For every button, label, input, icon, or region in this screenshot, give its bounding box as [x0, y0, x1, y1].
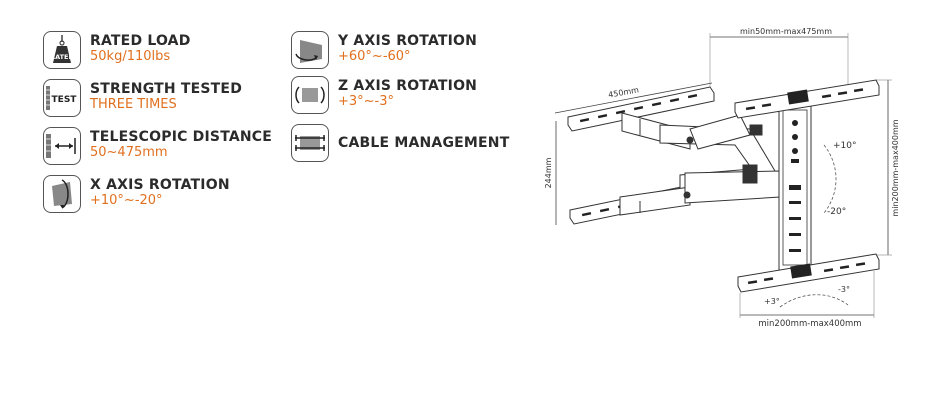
mount-arms [619, 112, 781, 216]
bottom-width-label: min200mm-max400mm [758, 319, 861, 329]
wall-height-label: 244mm [544, 157, 553, 188]
feature-strength-tested: TEST STRENGTH TESTED THREE TIMES [43, 79, 242, 117]
feature-subtitle: 50kg/110lbs [90, 49, 171, 64]
rotation-plus-label: +3° [764, 297, 780, 306]
feature-x-axis-rotation: X AXIS ROTATION +10°~-20° [43, 175, 230, 213]
right-height-label: min200mm-max400mm [891, 119, 900, 216]
feature-subtitle: +10°~-20° [90, 193, 163, 208]
telescopic-icon [43, 127, 81, 165]
feature-title: CABLE MANAGEMENT [338, 135, 510, 151]
test-icon: TEST [43, 79, 81, 117]
feature-telescopic-distance: TELESCOPIC DISTANCE 50~475mm [43, 127, 272, 165]
feature-subtitle: +3°~-3° [338, 94, 395, 109]
x-rotation-icon [43, 175, 81, 213]
feature-z-axis-rotation: Z AXIS ROTATION +3°~-3° [291, 76, 477, 114]
wall-plate-top [567, 86, 715, 132]
feature-title: TELESCOPIC DISTANCE [90, 129, 273, 145]
weight-icon: RATED [43, 31, 81, 69]
svg-text:TEST: TEST [52, 95, 78, 105]
tv-bracket [778, 99, 812, 271]
top-width-label: min50mm-max475mm [740, 27, 832, 36]
y-rotation-icon [291, 31, 329, 69]
wall-mount-diagram: min50mm-max475mm 450mm 244mm min200mm-ma… [544, 27, 900, 329]
feature-rated-load: RATED RATED LOAD 50kg/110lbs [43, 31, 191, 69]
feature-cable-management: CABLE MANAGEMENT [291, 124, 509, 162]
tv-rail-top [734, 79, 880, 119]
feature-subtitle: +60°~-60° [338, 49, 411, 64]
feature-y-axis-rotation: Y AXIS ROTATION +60°~-60° [291, 31, 477, 69]
feature-title: Z AXIS ROTATION [338, 78, 478, 94]
rotation-minus-label: -3° [838, 285, 850, 294]
z-rotation-icon [291, 76, 329, 114]
cable-icon [291, 124, 329, 162]
feature-subtitle: THREE TIMES [90, 97, 177, 112]
feature-title: X AXIS ROTATION [90, 177, 230, 193]
tilt-up-label: +10° [833, 141, 857, 151]
feature-subtitle: 50~475mm [90, 145, 168, 160]
svg-text:RATED: RATED [50, 53, 74, 61]
feature-title: STRENGTH TESTED [90, 81, 243, 97]
feature-title: RATED LOAD [90, 33, 191, 49]
tv-rail-bottom [737, 253, 880, 293]
feature-title: Y AXIS ROTATION [338, 33, 478, 49]
tilt-down-label: -20° [827, 207, 846, 217]
